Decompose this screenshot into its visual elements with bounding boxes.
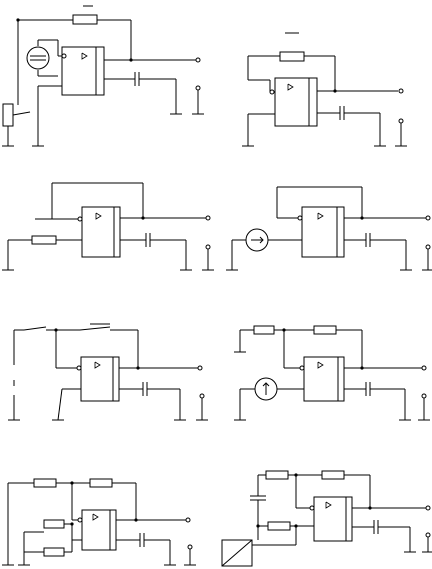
feedback-resistor: [89, 478, 113, 488]
input-resistor: [265, 470, 289, 480]
circuit-panel-2: [242, 32, 407, 147]
feedback-resistor: [313, 325, 337, 335]
output-terminal: [197, 365, 203, 371]
input-resistor: [253, 325, 275, 335]
feedback-resistor: [321, 470, 345, 480]
current-source: [26, 46, 50, 70]
output-terminal: [185, 517, 191, 523]
feedback-resistor: [72, 14, 98, 25]
divider-resistor-bottom: [43, 547, 65, 557]
output-terminal: [425, 505, 431, 511]
circuit-panel-8: [221, 470, 432, 567]
circuit-panel-6: [234, 325, 430, 421]
output-terminal: [205, 215, 211, 221]
opamp-block: [274, 77, 318, 127]
circuit-panel-5: [8, 323, 208, 421]
output-terminal: [195, 57, 201, 63]
circuit-panel-3: [2, 182, 214, 271]
circuit-panel-1: [2, 5, 204, 147]
circuit-panel-4: [226, 186, 432, 271]
divider-resistor-top: [43, 519, 65, 529]
output-terminal: [425, 215, 431, 221]
input-resistor: [31, 235, 57, 245]
output-terminal: [421, 365, 427, 371]
opamp-block: [301, 206, 345, 258]
shunt-resistor: [267, 521, 291, 531]
opamp-block: [303, 356, 345, 402]
output-terminal: [398, 88, 404, 94]
circuit-panel-7: [2, 478, 196, 566]
feedback-resistor: [279, 51, 305, 62]
input-resistor: [33, 478, 57, 488]
opamp-block: [61, 46, 105, 96]
opamp-block: [81, 509, 117, 551]
input-resistor: [2, 103, 14, 127]
